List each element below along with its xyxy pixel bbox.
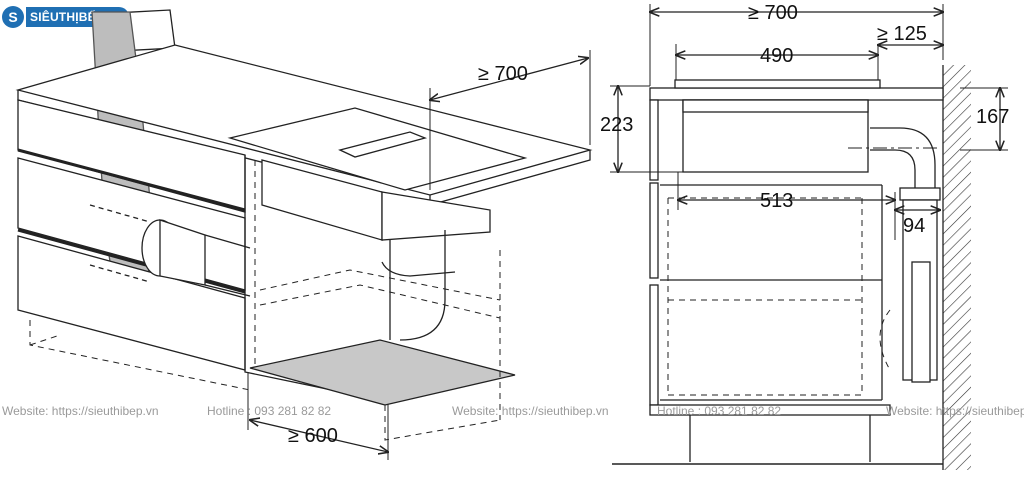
dim-height-223: 223 (600, 114, 633, 136)
watermark-website-2: Website: https://sieuthibep.vn (452, 404, 609, 418)
logo-mark: S (2, 6, 24, 28)
cabinet-drawers (17, 99, 246, 371)
watermark-website-1: Website: https://sieuthibep.vn (2, 404, 159, 418)
section-view (610, 4, 1008, 470)
dim-rear-gap: ≥ 125 (877, 23, 927, 45)
base-plate (249, 339, 516, 406)
dim-height-167: 167 (976, 106, 1009, 128)
hob-glass (674, 79, 881, 89)
dim-depth-513: 513 (760, 190, 793, 212)
watermark-hotline-2: Hotline : 093 281 82 82 (657, 404, 781, 418)
hob-vent (338, 131, 428, 158)
hidden-lines (29, 160, 501, 441)
wall-hatch (943, 65, 971, 470)
worktop-section (649, 87, 944, 101)
dim-duct-94: 94 (903, 215, 925, 237)
dim-left-depth: ≥ 700 (478, 63, 528, 85)
dim-hob-width: 490 (760, 45, 793, 67)
dim-left-width: ≥ 600 (288, 425, 338, 447)
watermark-hotline-1: Hotline : 093 281 82 82 (207, 404, 331, 418)
watermark-website-3: Website: https://sieuthibep.vn (886, 404, 1024, 418)
dim-right-total: ≥ 700 (748, 2, 798, 24)
isometric-view (15, 9, 593, 460)
plinth-duct (89, 204, 251, 297)
